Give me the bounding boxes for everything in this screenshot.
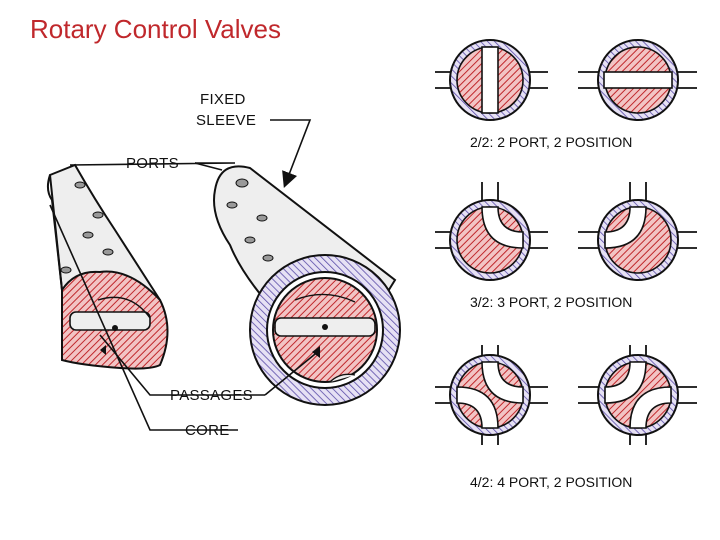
label-passages: PASSAGES — [170, 387, 253, 404]
caption-3-2: 3/2: 3 PORT, 2 POSITION — [470, 294, 633, 310]
leader-lines — [49, 119, 321, 431]
label-core: CORE — [185, 422, 230, 439]
slide-title: Rotary Control Valves — [30, 14, 281, 44]
label-ports: PORTS — [126, 155, 179, 172]
caption-2-2: 2/2: 2 PORT, 2 POSITION — [470, 134, 633, 150]
caption-4-2: 4/2: 4 PORT, 2 POSITION — [470, 474, 633, 490]
valve-3-2-position-b — [578, 182, 697, 281]
valve-2-2-position-b — [578, 39, 697, 121]
valve-2-2-position-a — [435, 39, 548, 121]
label-fixed-line1: FIXED — [200, 91, 246, 108]
valve-4-2-position-b — [578, 345, 697, 445]
cutaway-cylinder-illustration — [46, 163, 401, 406]
valve-3-2-position-a — [435, 182, 548, 281]
label-fixed-sleeve-line2: SLEEVE — [196, 112, 256, 129]
valve-4-2-position-a — [435, 345, 548, 445]
